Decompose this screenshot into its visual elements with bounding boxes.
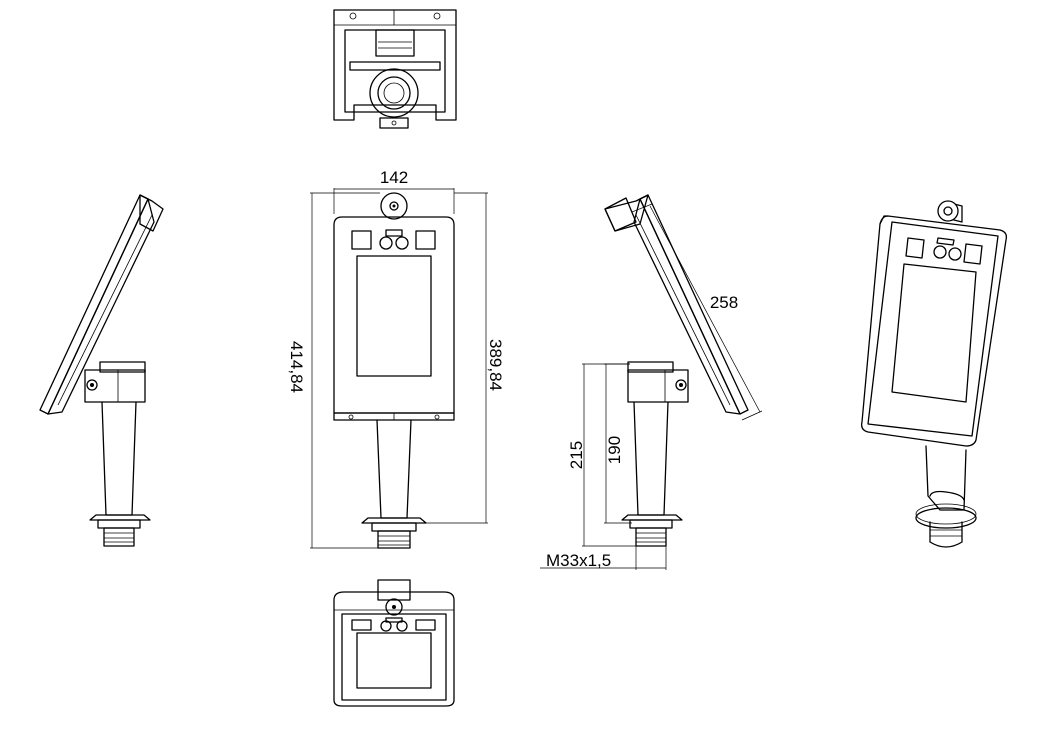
left-side-view <box>39 194 164 547</box>
dimension-389-84 <box>416 192 488 524</box>
top-view <box>333 9 457 129</box>
right-side-view <box>604 194 749 547</box>
dimension-190 <box>604 363 632 524</box>
front-view <box>333 192 455 549</box>
isometric-view <box>860 200 1008 548</box>
dimension-414-84 <box>310 192 380 549</box>
label-thread: M33x1,5 <box>546 551 611 570</box>
label-258: 258 <box>710 293 738 312</box>
dimension-258 <box>631 203 763 421</box>
label-414-84: 414,84 <box>287 341 306 393</box>
label-142: 142 <box>380 168 408 187</box>
dimension-thread <box>540 546 667 570</box>
bottom-view <box>333 579 455 707</box>
dimension-142 <box>333 188 455 214</box>
label-389-84: 389,84 <box>486 339 505 391</box>
label-190: 190 <box>605 436 624 464</box>
label-215: 215 <box>567 441 586 469</box>
